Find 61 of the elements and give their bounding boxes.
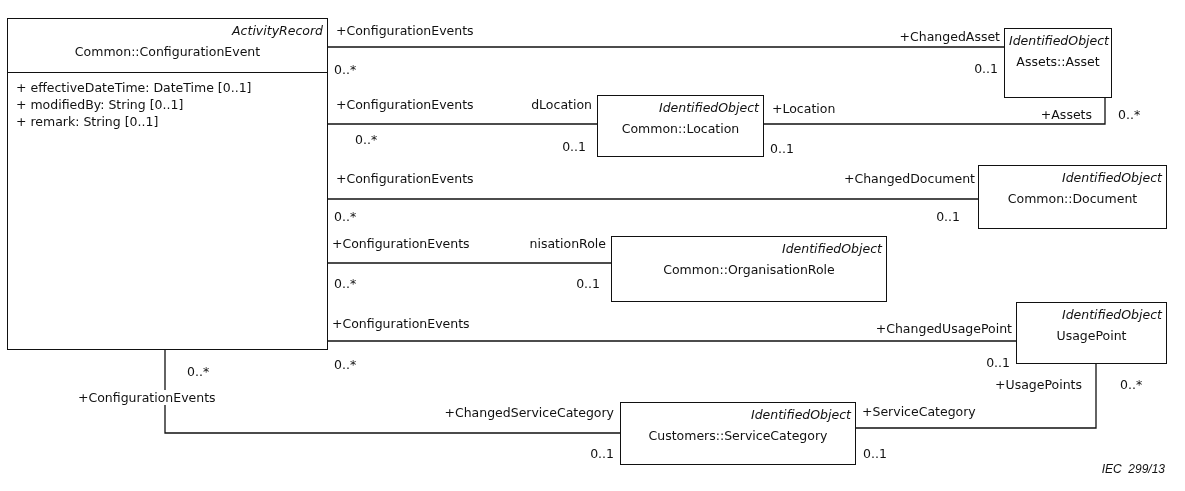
class-name: Assets::Asset (1016, 54, 1100, 69)
stereotype: IdentifiedObject (1061, 170, 1162, 185)
class-box (978, 165, 1167, 229)
association-end-label: 0..* (334, 357, 357, 372)
stereotype: IdentifiedObject (750, 407, 851, 422)
attribute: + effectiveDateTime: DateTime [0..1] (16, 79, 252, 96)
association-end-label: nisationRole (529, 236, 606, 251)
association-end-label: +Assets (1040, 107, 1092, 122)
association-end-label: +ConfigurationEvents (78, 390, 216, 405)
class-box (620, 402, 856, 465)
association-end-label: 0..1 (986, 355, 1010, 370)
class-name: Common::OrganisationRole (663, 262, 835, 277)
class-name: UsagePoint (1056, 328, 1127, 343)
association-end-label: +ChangedAsset (899, 29, 1000, 44)
association-end-label: 0..1 (936, 209, 960, 224)
association-end-label: 0..1 (770, 141, 794, 156)
association-line (164, 349, 621, 434)
association-end-label: 0..1 (576, 276, 600, 291)
association-end-label: dLocation (531, 97, 592, 112)
association-end-label: 0..* (1118, 107, 1141, 122)
association-end-label: 0..* (187, 364, 210, 379)
association-end-label: 0..1 (974, 61, 998, 76)
association-end-label: 0..* (334, 62, 357, 77)
class-name: Customers::ServiceCategory (648, 428, 828, 443)
association-end-label: 0..* (1120, 377, 1143, 392)
association-end-label: +ChangedUsagePoint (875, 321, 1012, 336)
association-end-label: 0..1 (863, 446, 887, 461)
association-end-label: 0..* (334, 209, 357, 224)
class-box (1004, 28, 1112, 98)
class-box (7, 18, 328, 350)
association-end-label: +ConfigurationEvents (336, 97, 474, 112)
association-line (855, 363, 1097, 429)
association-end-label: 0..* (334, 276, 357, 291)
association-line (327, 340, 1017, 342)
attribute: + modifiedBy: String [0..1] (16, 96, 184, 113)
association-end-label: +ConfigurationEvents (332, 316, 470, 331)
class-box (611, 236, 887, 302)
association-end-label: 0..1 (562, 139, 586, 154)
stereotype: IdentifiedObject (658, 100, 759, 115)
stereotype: IdentifiedObject (1009, 33, 1110, 48)
association-end-label: +UsagePoints (995, 377, 1082, 392)
association-end-label: +ServiceCategory (862, 404, 976, 419)
association-end-label: 0..* (355, 132, 378, 147)
class-box (1016, 302, 1167, 364)
association-end-label: +ConfigurationEvents (336, 23, 474, 38)
class-box (597, 95, 764, 157)
association-end-label: 0..1 (590, 446, 614, 461)
association-line (327, 46, 1005, 48)
association-line (327, 198, 979, 200)
association-end-label: +ConfigurationEvents (332, 236, 470, 251)
association-line (763, 97, 1106, 125)
stereotype: IdentifiedObject (781, 241, 882, 256)
class-name: Common::ConfigurationEvent (74, 44, 261, 59)
class-name: Common::Document (1007, 191, 1138, 206)
class-name: Common::Location (621, 121, 740, 136)
association-line (327, 123, 598, 125)
association-end-label: +Location (772, 101, 836, 116)
stereotype: IdentifiedObject (1061, 307, 1162, 322)
association-line (327, 262, 612, 264)
attribute: + remark: String [0..1] (16, 113, 159, 130)
stereotype: ActivityRecord (232, 23, 323, 38)
